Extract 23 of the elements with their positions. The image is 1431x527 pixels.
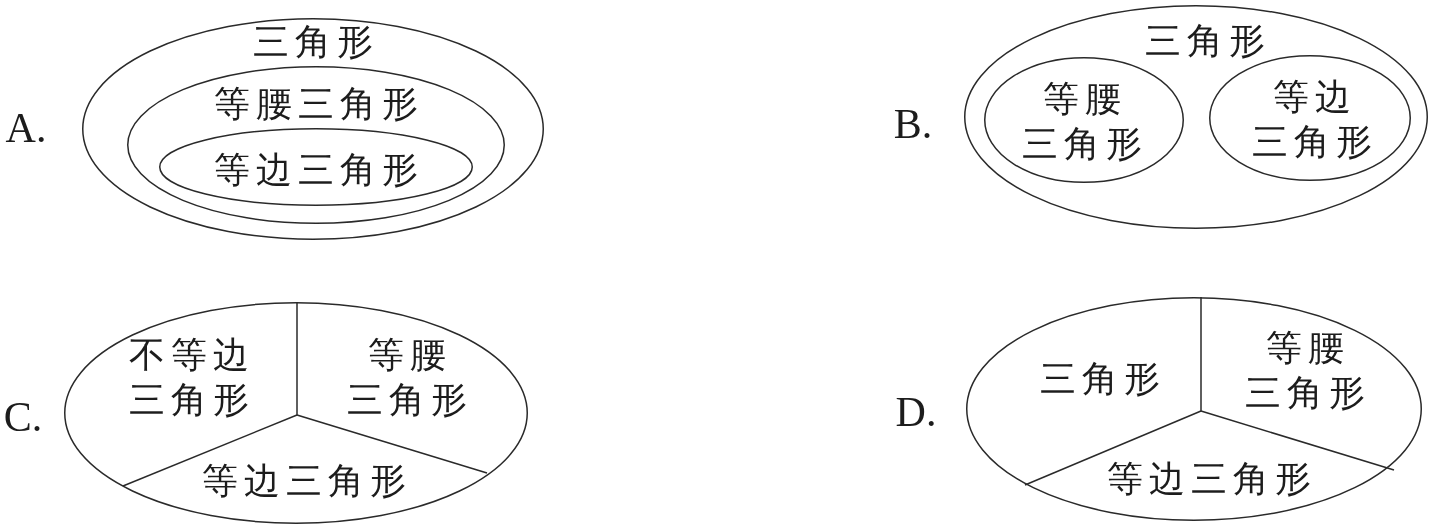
set-label: 不等边三角形 bbox=[128, 334, 256, 422]
set-ellipse bbox=[964, 5, 1428, 229]
set-label: 等腰三角形 bbox=[1021, 78, 1149, 166]
set-ellipse bbox=[159, 128, 473, 206]
set-label: 三角形 bbox=[1144, 19, 1271, 63]
set-label: 等边三角形 bbox=[1251, 76, 1379, 164]
option-letter: B. bbox=[893, 100, 933, 148]
option-letter: D. bbox=[895, 388, 937, 436]
set-ellipse bbox=[127, 66, 505, 224]
set-label: 等腰三角形 bbox=[346, 334, 474, 422]
option-letter: A. bbox=[5, 104, 47, 152]
set-label: 等边三角形 bbox=[201, 459, 412, 503]
set-ellipse bbox=[966, 297, 1422, 521]
set-label: 等腰三角形 bbox=[213, 82, 424, 126]
set-label: 三角形 bbox=[252, 20, 379, 64]
option-letter: C. bbox=[3, 393, 43, 441]
set-ellipse bbox=[984, 57, 1184, 183]
set-label: 三角形 bbox=[1039, 357, 1166, 401]
set-label: 等边三角形 bbox=[213, 148, 424, 192]
set-label: 等腰三角形 bbox=[1244, 327, 1372, 415]
set-ellipse bbox=[82, 18, 544, 240]
set-label: 等边三角形 bbox=[1106, 457, 1317, 501]
set-ellipse bbox=[64, 302, 528, 524]
